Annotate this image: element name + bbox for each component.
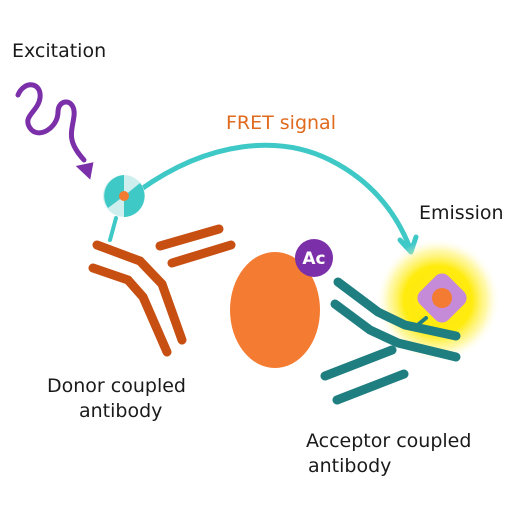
donor-label-line1: Donor coupled <box>47 375 186 397</box>
emission-label: Emission <box>419 202 504 224</box>
fret-signal-arrow <box>137 142 413 251</box>
acceptor-antibody <box>320 277 461 405</box>
ac-badge: Ac <box>295 239 333 277</box>
donor-fluorophore <box>103 175 145 242</box>
donor-antibody <box>88 224 236 357</box>
svg-text:Ac: Ac <box>302 249 325 269</box>
acceptor-label: Acceptor coupled antibody <box>306 429 471 479</box>
excitation-label: Excitation <box>12 40 107 62</box>
acceptor-dye <box>412 273 467 330</box>
donor-label-line2: antibody <box>79 400 163 422</box>
acceptor-label-line2: antibody <box>308 455 392 477</box>
excitation-arrow <box>15 82 94 180</box>
fret-signal-label: FRET signal <box>226 112 336 134</box>
donor-label: Donor coupled antibody <box>47 374 186 424</box>
antigen <box>230 252 320 368</box>
acceptor-label-line1: Acceptor coupled <box>306 430 472 452</box>
